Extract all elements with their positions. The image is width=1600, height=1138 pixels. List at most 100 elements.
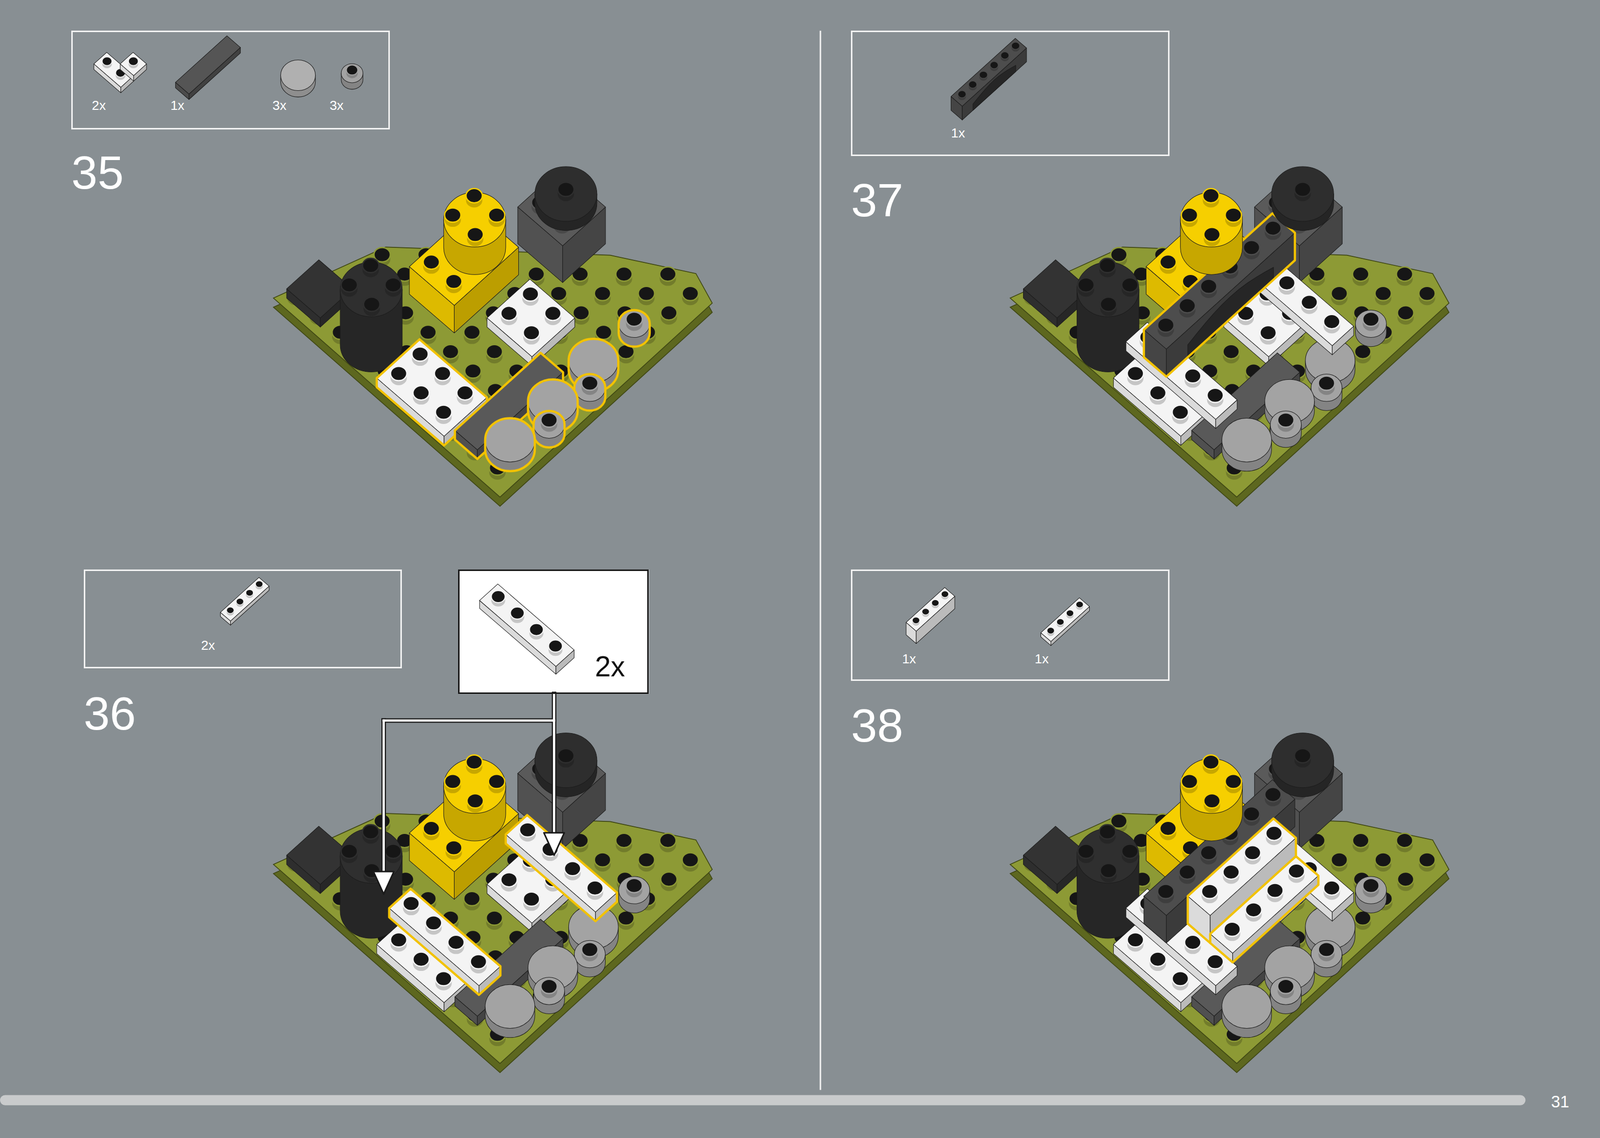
- lego-illustration: [533, 977, 565, 1005]
- lego-illustration: [384, 843, 402, 858]
- lego-illustration: [548, 639, 563, 652]
- lego-illustration: [519, 822, 536, 837]
- lego-illustration: [1278, 275, 1296, 290]
- lego-illustration: [1277, 412, 1295, 427]
- lego-illustration: [660, 871, 678, 887]
- lego-illustration: [390, 366, 407, 381]
- lego-illustration: [615, 266, 633, 281]
- lego-illustration: [255, 580, 263, 588]
- lego-illustration: [102, 56, 113, 66]
- lego-illustration: [1047, 627, 1055, 634]
- parts-list-box: 2x: [83, 569, 403, 669]
- lego-illustration: [1149, 951, 1167, 966]
- lego-illustration: [527, 266, 545, 281]
- lego-illustration: [1243, 240, 1260, 255]
- lego-illustration: [989, 61, 998, 69]
- lego-illustration: [1207, 954, 1224, 969]
- lego-illustration: [1077, 277, 1095, 293]
- lego-illustration: [941, 591, 949, 598]
- lego-illustration: [1221, 984, 1272, 1029]
- lego-illustration: [445, 274, 463, 289]
- lego-illustration: [422, 254, 440, 269]
- lego-illustration: [1352, 833, 1370, 848]
- lego-illustration: [422, 821, 440, 836]
- lego-illustration: [1011, 42, 1020, 50]
- lego-illustration: [1184, 368, 1202, 383]
- lego-illustration: [1245, 902, 1262, 917]
- callout-fill: [458, 569, 649, 694]
- lego-illustration: [341, 277, 358, 293]
- lego-illustration: [1288, 863, 1305, 879]
- lego-illustration: [1200, 845, 1218, 860]
- lego-illustration: [1143, 213, 1295, 377]
- lego-illustration: [383, 719, 555, 722]
- lego-illustration: [1318, 375, 1336, 390]
- lego-illustration: [1352, 266, 1370, 281]
- lego-illustration: [1075, 601, 1084, 608]
- part-count: 1x: [951, 126, 966, 140]
- lego-illustration: [1121, 277, 1139, 293]
- lego-illustration: [1100, 297, 1117, 312]
- lego-illustration: [226, 607, 235, 614]
- lego-illustration: [463, 891, 481, 906]
- callout-count: 2x: [595, 652, 626, 681]
- lego-illustration: [1157, 884, 1175, 899]
- lego-illustration: [557, 748, 575, 763]
- lego-illustration: [1418, 286, 1436, 301]
- lego-illustration: [457, 385, 474, 400]
- lego-illustration: [618, 876, 650, 905]
- lego-illustration: [1159, 254, 1177, 269]
- parts-list-box: 2x1x3x3x: [71, 30, 390, 130]
- lego-illustration: [972, 65, 1016, 111]
- leader-arrow: [373, 693, 564, 895]
- lego-illustration: [540, 412, 558, 427]
- lego-illustration: [1243, 806, 1260, 821]
- lego-illustration: [534, 733, 598, 788]
- lego-illustration: [445, 840, 463, 855]
- lego-illustration: [1202, 755, 1220, 770]
- lego-illustration: [1184, 935, 1202, 950]
- lego-illustration: [922, 608, 930, 616]
- lego-illustration: [1355, 876, 1387, 905]
- lego-illustration: [968, 80, 977, 88]
- lego-illustration: [1418, 852, 1436, 867]
- lego-illustration: [1225, 207, 1242, 222]
- lego-illustration: [273, 246, 713, 497]
- lego-illustration: [587, 881, 604, 896]
- part-count: 1x: [1034, 652, 1049, 666]
- lego-illustration: [1210, 856, 1319, 954]
- lego-illustration: [220, 577, 269, 622]
- part-icons: [93, 35, 1090, 674]
- lego-model: [273, 166, 713, 507]
- lego-illustration: [1224, 922, 1241, 937]
- lego-illustration: [595, 325, 613, 340]
- step-number: 35: [71, 149, 124, 197]
- lego-illustration: [534, 166, 598, 222]
- lego-illustration: [236, 598, 244, 605]
- lego-illustration: [362, 258, 380, 273]
- lego-illustration: [552, 693, 555, 835]
- lego-illustration: [280, 60, 316, 91]
- lego-illustration: [1127, 366, 1144, 381]
- lego-illustration: [1149, 385, 1167, 400]
- lego-illustration: [412, 385, 430, 400]
- lego-illustration: [425, 915, 443, 930]
- lego-illustration: [979, 71, 988, 79]
- lego-illustration: [574, 374, 606, 411]
- lego-illustration: [1203, 793, 1221, 808]
- lego-illustration: [273, 813, 713, 1064]
- lego-illustration: [1277, 979, 1295, 994]
- lego-illustration: [1323, 881, 1341, 896]
- lego-illustration: [1331, 852, 1348, 867]
- lego-illustration: [1311, 374, 1343, 402]
- lego-illustration: [1362, 312, 1380, 327]
- lego-illustration: [659, 266, 677, 281]
- lego-illustration: [467, 793, 484, 808]
- lego-illustration: [448, 935, 465, 950]
- lego-illustration: [1187, 267, 1274, 358]
- part-count: 3x: [272, 98, 287, 112]
- lego-illustration: [906, 587, 955, 632]
- lego-illustration: [479, 584, 574, 667]
- lego-illustration: [957, 90, 966, 98]
- lego-illustration: [1331, 286, 1348, 301]
